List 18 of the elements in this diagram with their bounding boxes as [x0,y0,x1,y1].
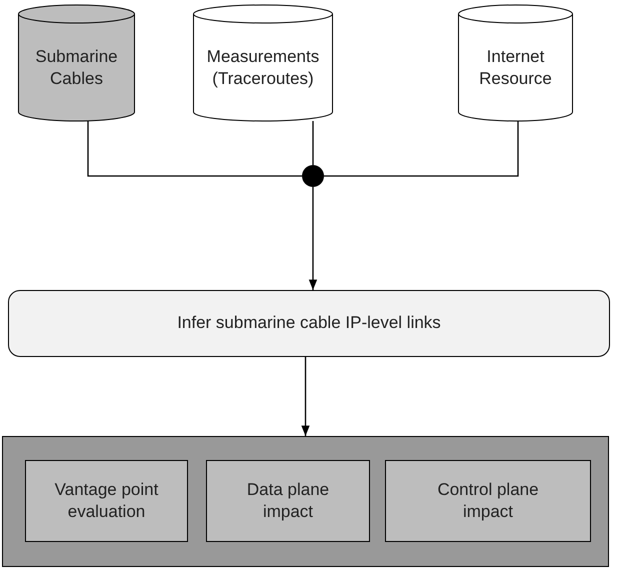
result-box [385,460,591,542]
result-box [206,460,370,542]
node-label: Internet Resource [478,46,553,90]
arrow [301,357,310,436]
node-label: Data plane impact [246,478,330,523]
connector-line [87,121,302,177]
node-label: Vantage point evaluation [54,478,159,523]
node-label: Infer submarine cable IP-level links [177,312,441,334]
node-label: Submarine Cables [34,46,119,90]
connector-line [312,121,314,165]
result-box [25,460,188,542]
node-label: Control plane impact [436,478,540,523]
junction-dot [302,165,324,187]
arrow [308,187,318,290]
process-box [8,290,610,357]
connector-line [324,121,519,177]
group-box [2,436,609,567]
node-label: Measurements (Traceroutes) [206,46,320,90]
